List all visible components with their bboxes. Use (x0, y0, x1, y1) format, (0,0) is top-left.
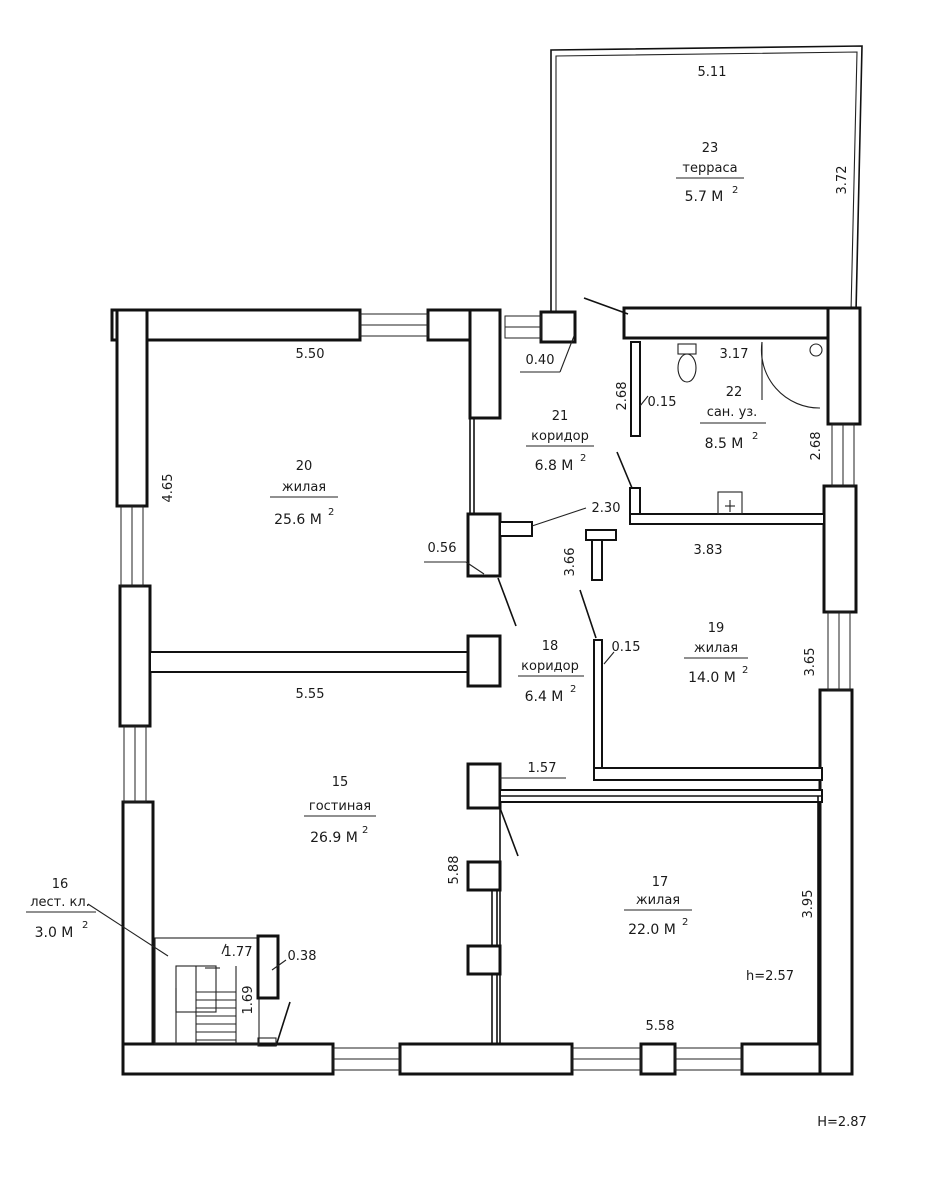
washbasin-icon (717, 491, 743, 515)
room-area-sup: 2 (580, 453, 586, 464)
room-number: 15 (332, 775, 349, 790)
room-area-sup: 2 (752, 431, 758, 442)
dim-room15-width: 5.55 (296, 687, 325, 702)
room-number: 21 (552, 409, 569, 424)
sink-icon (809, 343, 823, 357)
room-area-sup: 2 (328, 507, 334, 518)
room-16-label: 16 лест. кл. 3.0 М 2 (26, 877, 96, 941)
dim-room21-width: 2.30 (592, 501, 621, 516)
dim-room20-width: 5.50 (296, 347, 325, 362)
room-area: 22.0 М (628, 922, 676, 938)
room-20-label: 20 жилая 25.6 М 2 (270, 459, 338, 528)
room-number: 17 (652, 875, 669, 890)
room-area-sup: 2 (82, 920, 88, 931)
room-number: 20 (296, 459, 313, 474)
room-name: коридор (521, 659, 579, 674)
dim-terrace-width: 5.11 (698, 65, 727, 80)
room-area-sup: 2 (362, 825, 368, 836)
sanitary-fixtures (677, 343, 823, 515)
dim-room20-depth: 4.65 (161, 474, 176, 503)
dim-partition-015-a: 0.15 (648, 395, 677, 410)
room-area: 5.7 М (685, 189, 724, 205)
room-area: 26.9 М (310, 830, 358, 846)
room-height-label: h=2.57 (746, 969, 794, 984)
room-name: лест. кл. (30, 895, 90, 910)
dim-room19-width: 3.83 (694, 543, 723, 558)
room-area-sup: 2 (682, 917, 688, 928)
dim-wall-038: 0.38 (288, 949, 317, 964)
dim-stair-depth: 1.69 (241, 986, 256, 1015)
room-area: 14.0 М (688, 670, 736, 686)
room-number: 22 (726, 385, 743, 400)
room-23-label: 23 терраса 5.7 М 2 (676, 141, 744, 205)
dim-stair-width: 1.77 (224, 945, 253, 960)
dim-room17-depth: 3.95 (801, 890, 816, 919)
dimension-labels: 5.11 3.72 5.50 4.65 0.40 3.17 2.68 2.68 … (161, 65, 850, 1034)
dim-room15-depth: 5.88 (447, 856, 462, 885)
dim-wall-040: 0.40 (526, 353, 555, 368)
room-name: жилая (282, 480, 326, 495)
room-name: сан. уз. (707, 405, 758, 420)
dim-room18-width: 1.57 (528, 761, 557, 776)
dim-terrace-depth: 3.72 (835, 166, 850, 195)
dim-wall-056: 0.56 (428, 541, 457, 556)
terrace-outline (550, 45, 863, 318)
room-22-label: 22 сан. уз. 8.5 М 2 (700, 385, 766, 452)
dim-room21-depth: 2.68 (615, 382, 630, 411)
staircase (154, 934, 280, 1047)
room-name: жилая (694, 641, 738, 656)
room-area-sup: 2 (732, 185, 738, 196)
room-name: терраса (682, 161, 737, 176)
room-area-sup: 2 (742, 665, 748, 676)
windows (120, 313, 855, 1071)
interior-walls (149, 341, 825, 1044)
dim-partition-015-b: 0.15 (612, 640, 641, 655)
room-19-label: 19 жилая 14.0 М 2 (684, 621, 748, 686)
room-name: жилая (636, 893, 680, 908)
room-number: 23 (702, 141, 719, 156)
dim-room17-width: 5.58 (646, 1019, 675, 1034)
room-number: 19 (708, 621, 725, 636)
room-area: 6.8 М (535, 458, 574, 474)
room-17-label: 17 жилая 22.0 М 2 (624, 875, 692, 938)
toilet-icon (677, 353, 697, 383)
room-area: 3.0 М (35, 925, 74, 941)
room-number: 16 (52, 877, 69, 892)
room-name: коридор (531, 429, 589, 444)
doors (275, 297, 821, 1047)
room-15-label: 15 гостиная 26.9 М 2 (304, 775, 376, 846)
floor-height-label: H=2.87 (817, 1115, 867, 1130)
dim-room18-depth: 3.66 (563, 548, 578, 577)
dim-room22-width: 3.17 (720, 347, 749, 362)
room-area: 8.5 М (705, 436, 744, 452)
room-area-sup: 2 (570, 684, 576, 695)
room-18-label: 18 коридор 6.4 М 2 (518, 639, 584, 705)
leader-lines (87, 335, 649, 971)
room-area: 25.6 М (274, 512, 322, 528)
room-area: 6.4 М (525, 689, 564, 705)
room-name: гостиная (309, 799, 371, 814)
dim-room19-depth: 3.65 (803, 648, 818, 677)
room-number: 18 (542, 639, 559, 654)
dim-room22-depth: 2.68 (809, 432, 824, 461)
room-21-label: 21 коридор 6.8 М 2 (526, 409, 594, 474)
